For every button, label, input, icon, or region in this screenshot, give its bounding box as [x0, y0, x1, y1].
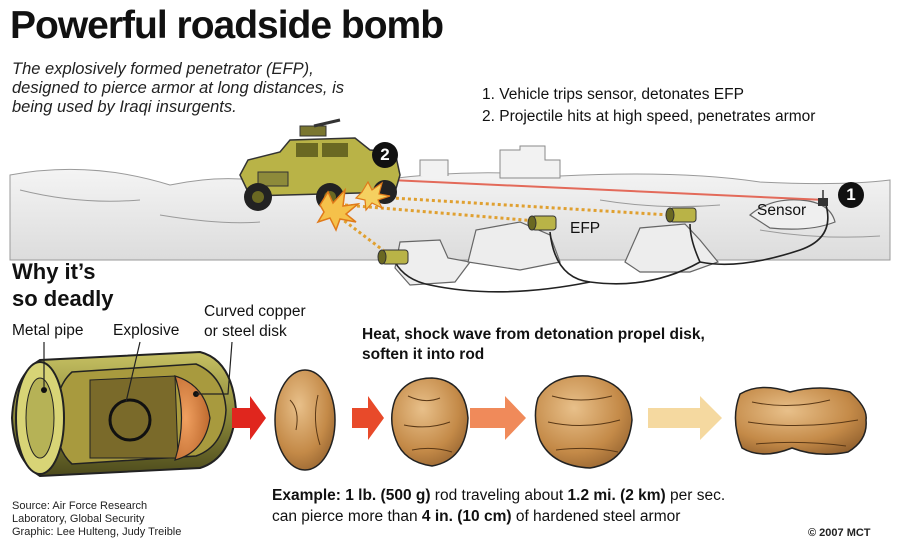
example-weight: Example: 1 lb. (500 g) [272, 487, 431, 504]
heat-caption-line-1: Heat, shock wave from detonation propel … [362, 326, 705, 343]
example-line-1: Example: 1 lb. (500 g) rod traveling abo… [272, 485, 832, 506]
heading-line-1: Why it’s [12, 259, 96, 284]
step-1-text: 1. Vehicle trips sensor, detonates EFP [482, 86, 744, 103]
efp-label: EFP [570, 220, 601, 237]
rubble-rocks [394, 199, 836, 286]
example-text-b: per sec. [665, 487, 726, 504]
stage-arrows [232, 396, 722, 440]
step-1-badge: 1 [838, 182, 864, 208]
example-depth: 4 in. (10 cm) [421, 508, 512, 525]
trigger-wires [394, 204, 829, 293]
example-text-a: rod traveling about [430, 487, 568, 504]
example-caption: Example: 1 lb. (500 g) rod traveling abo… [272, 485, 832, 527]
source-credit: Source: Air Force Research Laboratory, G… [12, 500, 232, 539]
efp-canisters [377, 207, 697, 265]
sensor-label: Sensor [757, 202, 807, 219]
impact-explosion [316, 180, 391, 232]
callout-lines [43, 341, 233, 403]
disk-label-line-1: Curved copper [204, 303, 306, 320]
metal-pipe-label: Metal pipe [12, 322, 84, 339]
subtitle: The explosively formed penetrator (EFP),… [12, 60, 345, 116]
heat-caption: Heat, shock wave from detonation propel … [362, 325, 782, 365]
example-text-c: can pierce more than [272, 508, 422, 525]
source-line-3: Graphic: Lee Hulteng, Judy Treible [12, 526, 182, 538]
page-title: Powerful roadside bomb [10, 4, 444, 47]
example-text-d: of hardened steel armor [511, 508, 681, 525]
copyright: © 2007 MCT [808, 527, 871, 539]
disk-label-line-2: or steel disk [204, 323, 287, 340]
disk-label: Curved copper or steel disk [204, 302, 306, 342]
heat-caption-line-2: soften it into rod [362, 346, 485, 363]
step-2-badge: 2 [372, 142, 398, 168]
example-line-2: can pierce more than 4 in. (10 cm) of ha… [272, 506, 832, 527]
source-line-1: Source: Air Force Research [12, 500, 148, 512]
explosive-label: Explosive [113, 322, 180, 339]
efp-cutaway-pipe [10, 350, 238, 478]
rod-formation-stages [274, 369, 867, 471]
example-speed: 1.2 mi. (2 km) [567, 487, 666, 504]
step-2-text: 2. Projectile hits at high speed, penetr… [482, 108, 816, 125]
sensor-device [818, 190, 828, 206]
heading-line-2: so deadly [12, 286, 114, 311]
section-heading: Why it’s so deadly [12, 258, 132, 312]
source-line-2: Laboratory, Global Security [12, 513, 145, 525]
